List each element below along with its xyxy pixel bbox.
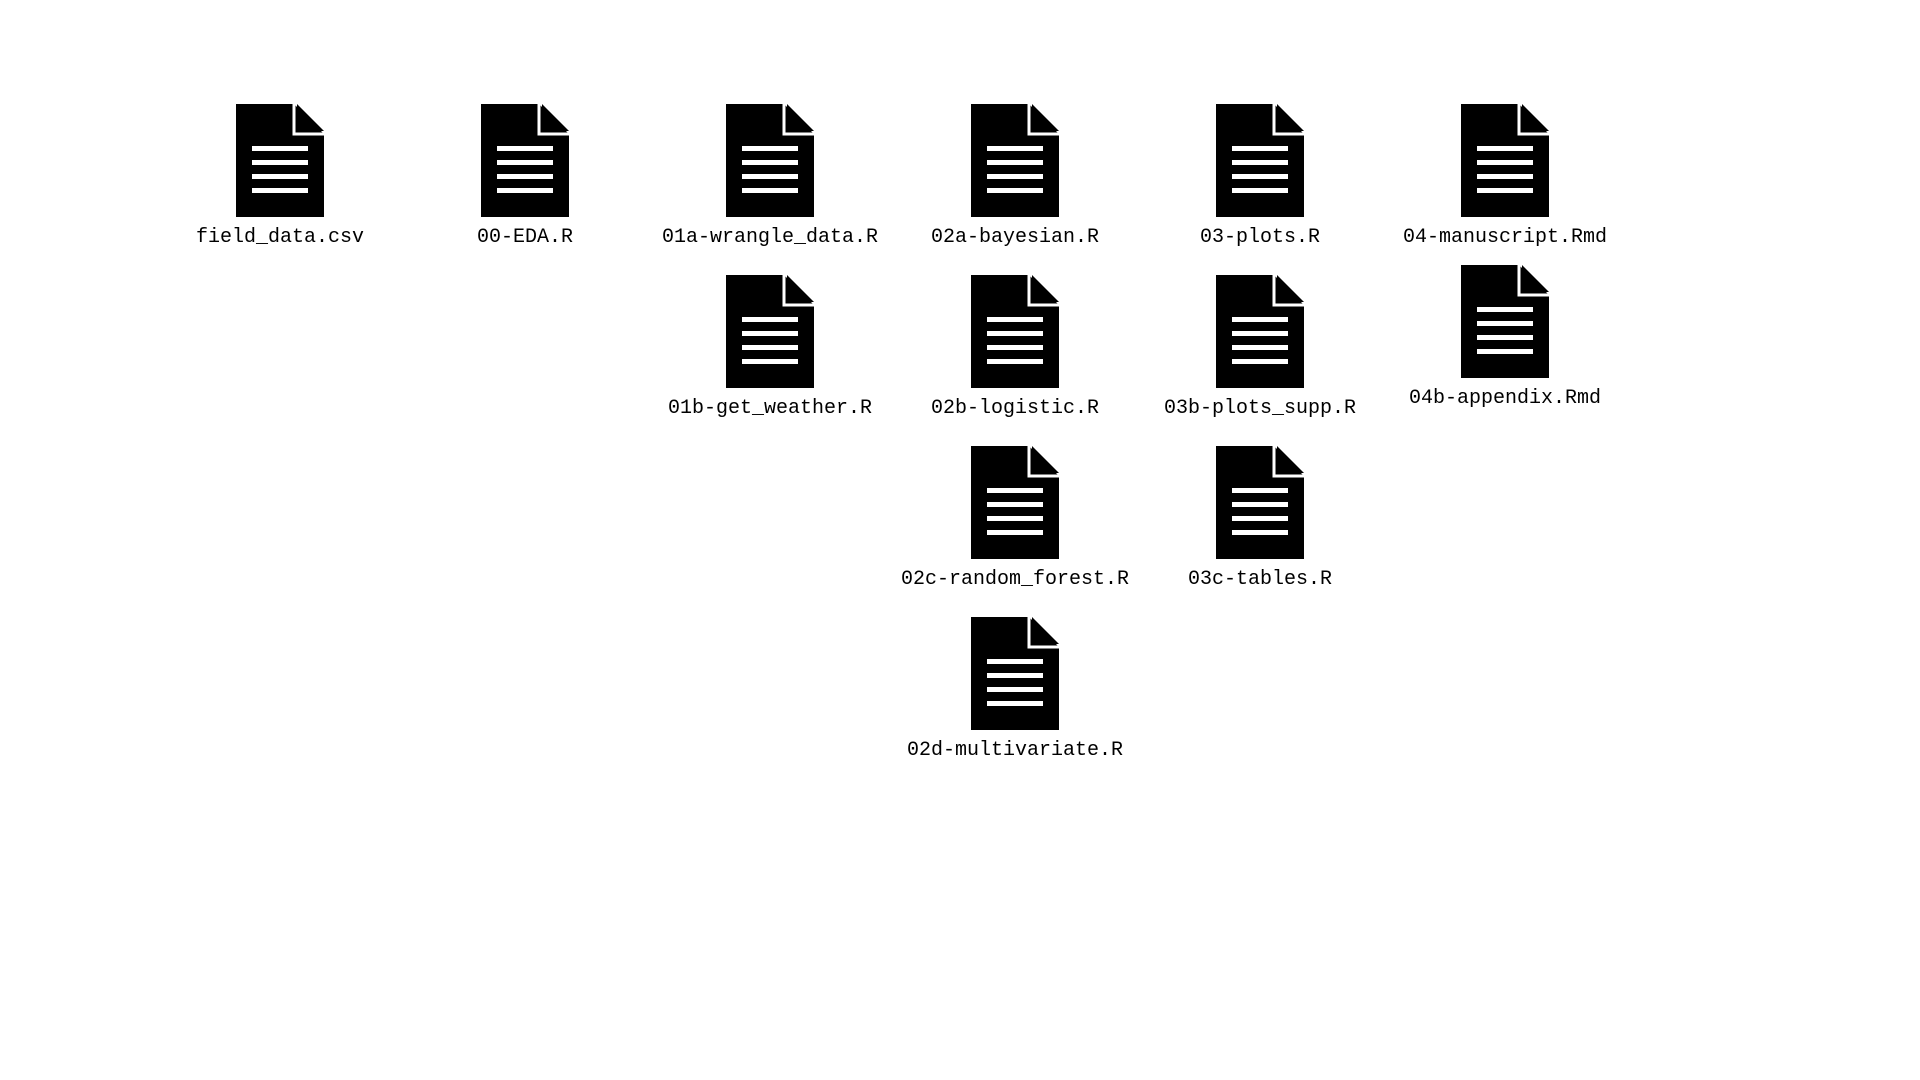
file-item-04-manuscript-rmd[interactable]: 04-manuscript.Rmd xyxy=(1385,104,1625,274)
document-icon xyxy=(726,104,814,217)
document-icon xyxy=(1461,265,1549,378)
document-icon xyxy=(971,275,1059,388)
file-item-01a-wrangle-data-r[interactable]: 01a-wrangle_data.R xyxy=(650,104,890,274)
file-name-label: 02d-multivariate.R xyxy=(906,739,1124,762)
document-icon xyxy=(971,104,1059,217)
file-item-03-plots-r[interactable]: 03-plots.R xyxy=(1140,104,1380,274)
file-name-label: 03c-tables.R xyxy=(1187,568,1333,591)
document-icon xyxy=(1216,446,1304,559)
file-item-03b-plots-supp-r[interactable]: 03b-plots_supp.R xyxy=(1140,275,1380,445)
file-name-label: 04b-appendix.Rmd xyxy=(1408,387,1602,410)
file-name-label: 03-plots.R xyxy=(1199,226,1321,249)
file-name-label: 02b-logistic.R xyxy=(930,397,1100,420)
file-item-01b-get-weather-r[interactable]: 01b-get_weather.R xyxy=(650,275,890,445)
file-item-02d-multivariate-r[interactable]: 02d-multivariate.R xyxy=(895,617,1135,787)
document-icon xyxy=(1461,104,1549,217)
file-item-02b-logistic-r[interactable]: 02b-logistic.R xyxy=(895,275,1135,445)
file-name-label: 04-manuscript.Rmd xyxy=(1402,226,1608,249)
document-icon xyxy=(1216,104,1304,217)
file-item-field-data-csv[interactable]: field_data.csv xyxy=(160,104,400,274)
file-name-label: field_data.csv xyxy=(195,226,365,249)
document-icon xyxy=(236,104,324,217)
file-name-label: 02c-random_forest.R xyxy=(900,568,1130,591)
document-icon xyxy=(971,617,1059,730)
document-icon xyxy=(726,275,814,388)
file-item-03c-tables-r[interactable]: 03c-tables.R xyxy=(1140,446,1380,616)
file-item-04b-appendix-rmd[interactable]: 04b-appendix.Rmd xyxy=(1385,265,1625,435)
document-icon xyxy=(481,104,569,217)
file-name-label: 02a-bayesian.R xyxy=(930,226,1100,249)
file-item-02c-random-forest-r[interactable]: 02c-random_forest.R xyxy=(895,446,1135,616)
file-name-label: 01b-get_weather.R xyxy=(667,397,873,420)
file-name-label: 01a-wrangle_data.R xyxy=(661,226,879,249)
file-name-label: 00-EDA.R xyxy=(476,226,573,249)
document-icon xyxy=(1216,275,1304,388)
file-item-00-eda-r[interactable]: 00-EDA.R xyxy=(405,104,645,274)
file-item-02a-bayesian-r[interactable]: 02a-bayesian.R xyxy=(895,104,1135,274)
file-name-label: 03b-plots_supp.R xyxy=(1163,397,1357,420)
document-icon xyxy=(971,446,1059,559)
